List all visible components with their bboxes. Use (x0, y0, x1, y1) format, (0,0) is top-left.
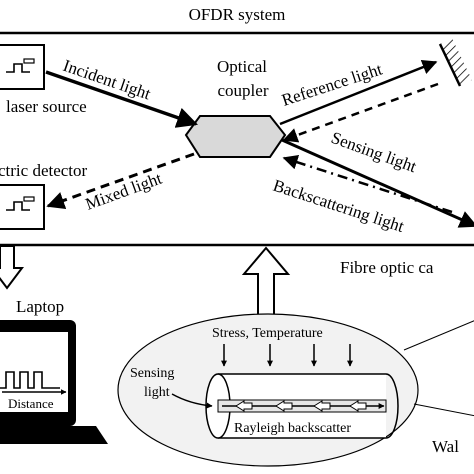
sensing-light-arrow (281, 138, 474, 228)
laser-source-icon (0, 44, 45, 90)
zoom-line-bottom (413, 403, 474, 417)
output-hollow-arrow (0, 245, 24, 290)
sensing-light-input-label-line2: light (144, 385, 170, 400)
sensing-light-label: Sensing light (329, 128, 420, 176)
detector-label: ctric detector (0, 161, 88, 180)
sensing-light-input-label-line1: Sensing (130, 366, 174, 381)
stress-arrows (221, 344, 353, 367)
backscattering-light-arrow (282, 154, 453, 214)
laptop-icon (0, 320, 108, 444)
diagram-title: OFDR system (189, 5, 286, 24)
stress-temperature-label: Stress, Temperature (212, 326, 323, 341)
zoom-line-top (403, 320, 474, 351)
laser-source-label: laser source (6, 97, 87, 116)
optical-coupler-label-line2: coupler (218, 81, 269, 100)
rayleigh-backscatter-label: Rayleigh backscatter (234, 421, 351, 436)
optical-coupler (184, 115, 287, 158)
optical-coupler-label-line1: Optical (217, 57, 267, 76)
mixed-light-label: Mixed light (83, 169, 165, 214)
reference-light-arrow (279, 60, 438, 126)
wall-label: Wal (432, 437, 459, 456)
input-hollow-arrow (241, 246, 291, 319)
mixed-light-arrow (46, 152, 195, 210)
detector-icon (0, 184, 45, 230)
distance-label: Distance (8, 396, 54, 411)
ofdr-system-box (0, 31, 474, 247)
backscatter-arrows (235, 400, 367, 412)
sensing-light-input-arrow (171, 393, 213, 409)
incident-light-arrow (45, 70, 198, 128)
laptop-label: Laptop (16, 297, 64, 316)
mirror-icon (438, 38, 472, 87)
fibre-optic-cable-label: Fibre optic ca (340, 258, 434, 277)
